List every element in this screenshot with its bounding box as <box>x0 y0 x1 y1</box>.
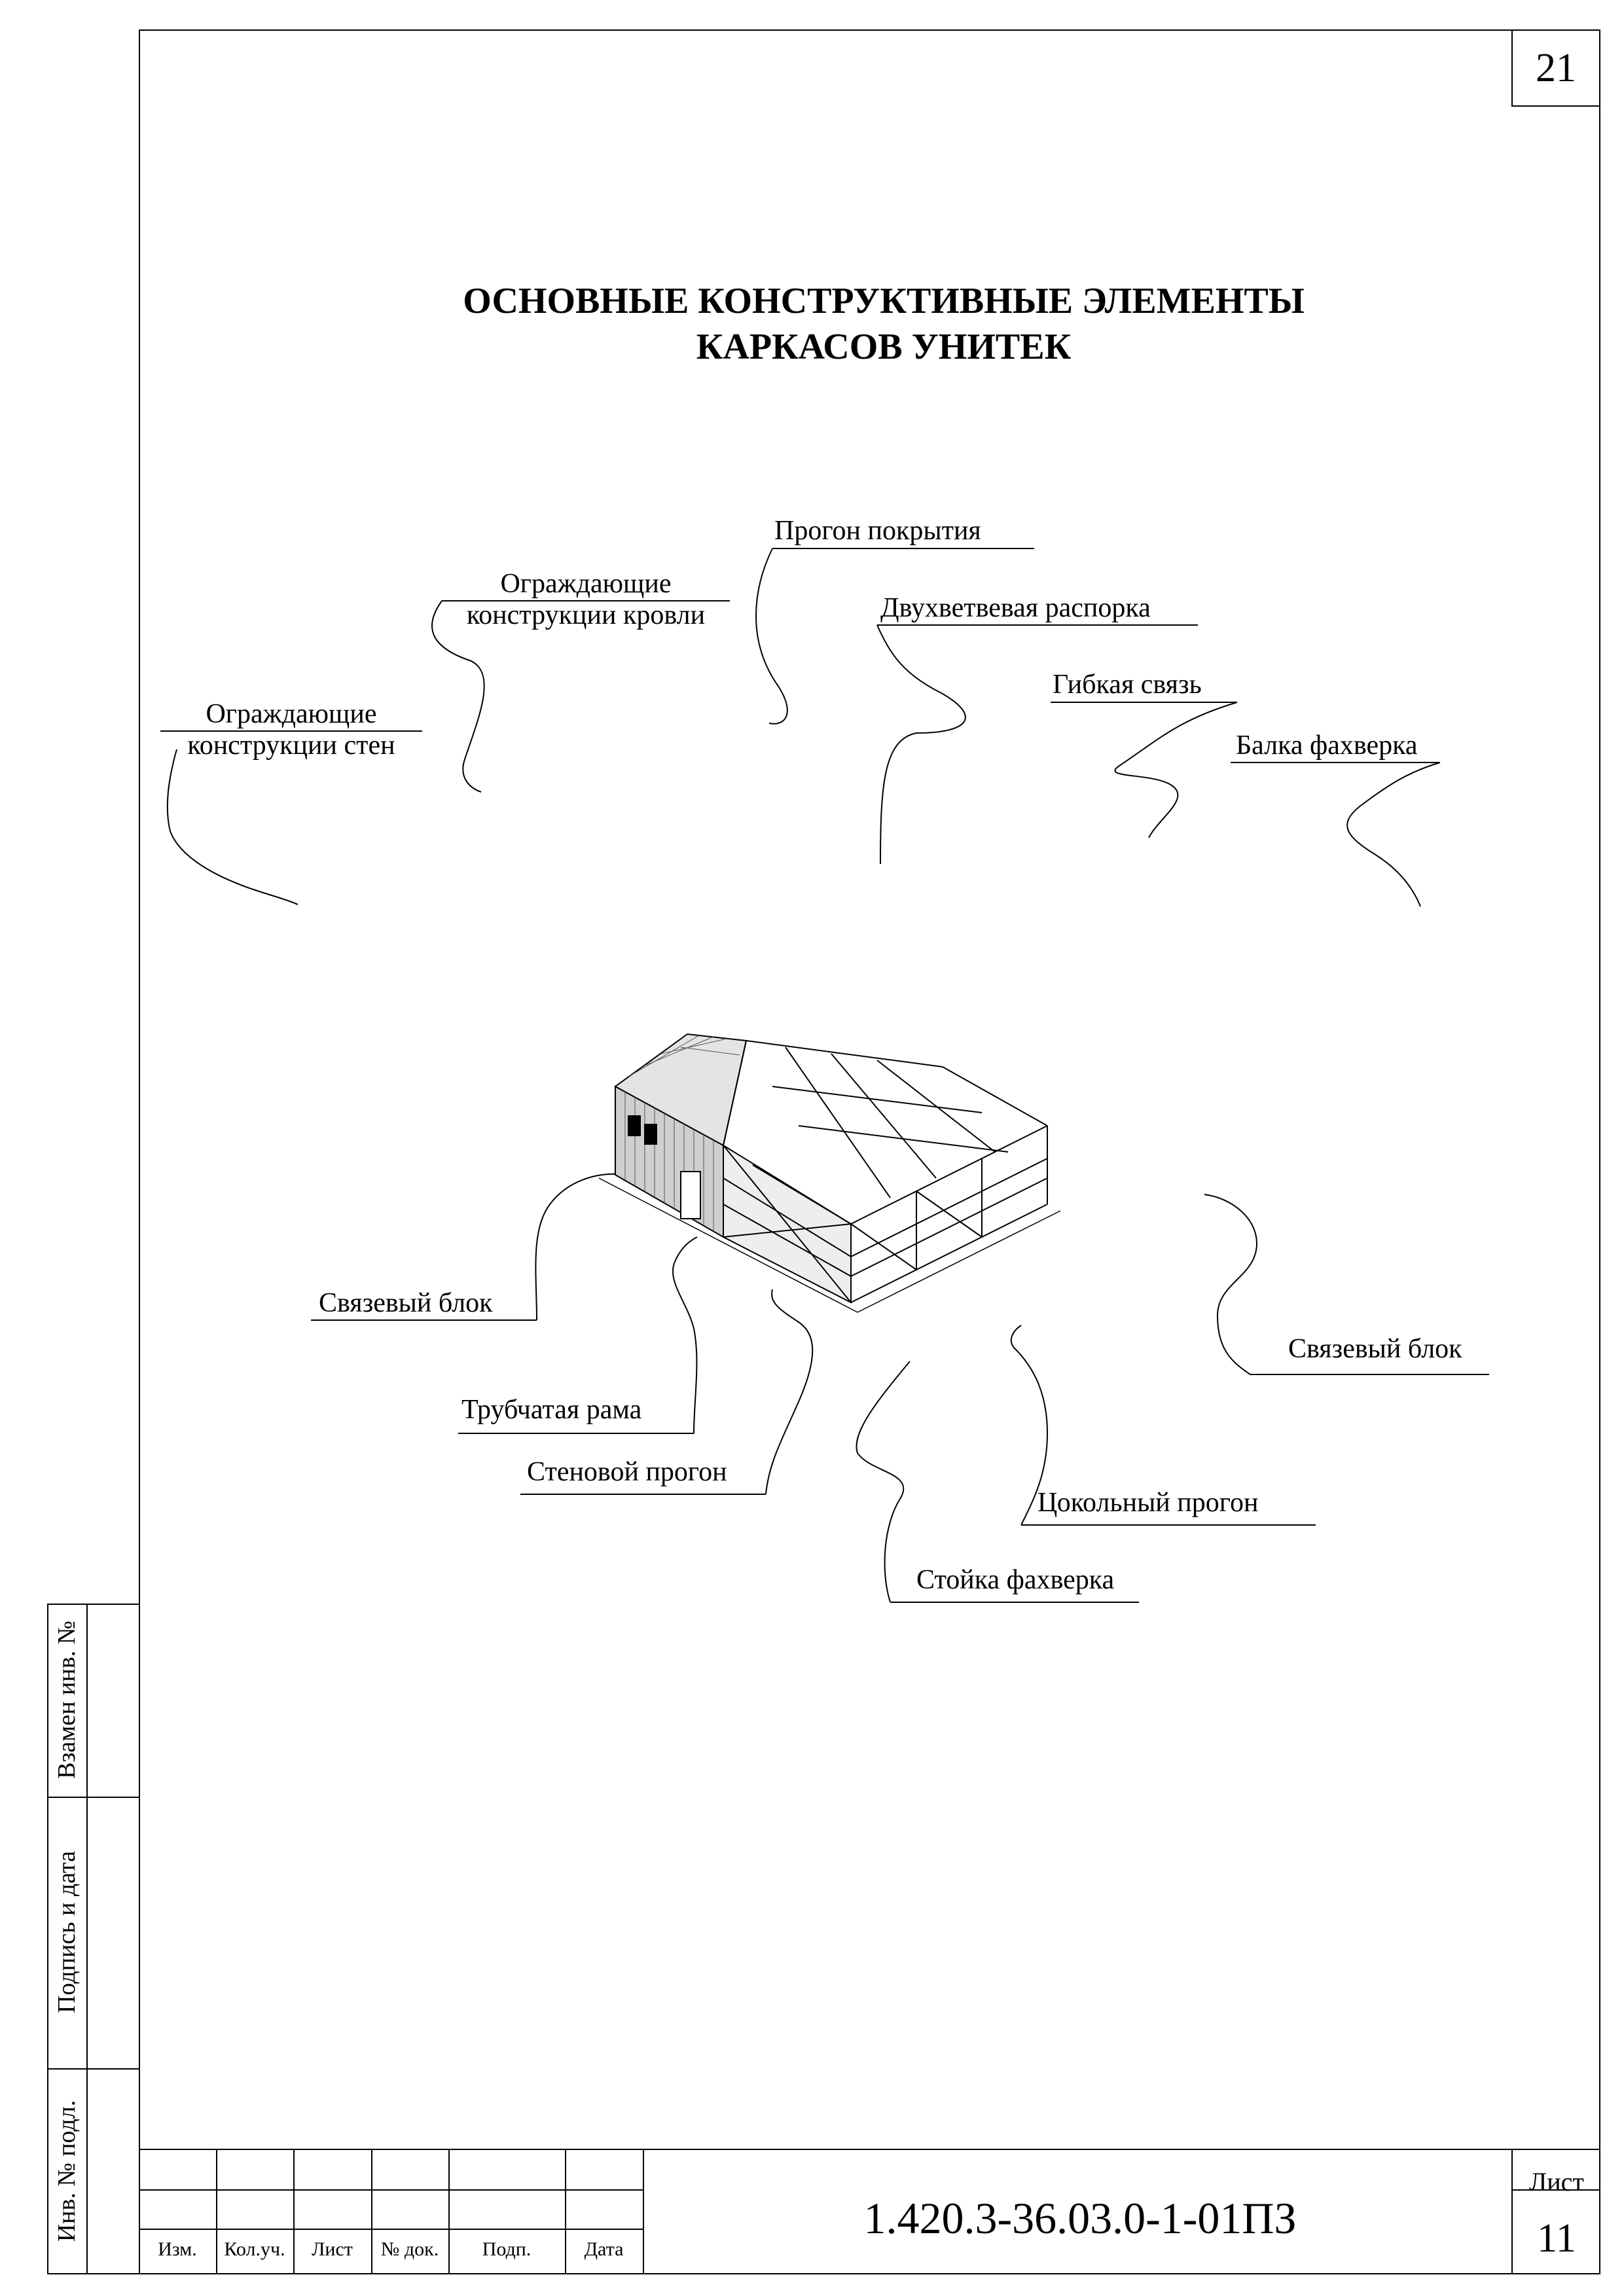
callout-flexible-brace: Гибкая связь <box>1053 670 1202 700</box>
title-line-2: КАРКАСОВ УНИТЕК <box>696 327 1072 367</box>
title-block-col-5 <box>565 2149 566 2273</box>
callout-roof-cladding-line1: Ограждающие <box>500 569 672 599</box>
title-block-row-2 <box>139 2229 643 2230</box>
sheet-number: 11 <box>1537 2216 1576 2261</box>
callout-wall-cladding-line1: Ограждающие <box>206 699 377 729</box>
callout-roof-purlin: Прогон покрытия <box>774 516 981 546</box>
callout-tubular-frame: Трубчатая рама <box>461 1395 642 1425</box>
title-block-col-3 <box>371 2149 372 2273</box>
callout-double-strut: Двухветвевая распорка <box>880 593 1151 623</box>
frame-left-border <box>139 29 140 2274</box>
title-block-col-4 <box>448 2149 450 2273</box>
leader-lines <box>160 548 1489 1603</box>
document-code: 1.420.3-36.03.0-1-01ПЗ <box>863 2193 1297 2243</box>
callout-framework-post: Стойка фахверка <box>916 1565 1115 1595</box>
frame-bottom-border <box>139 2273 1600 2274</box>
title-block-top <box>139 2149 1600 2150</box>
callout-wall-purlin: Стеновой прогон <box>527 1457 727 1487</box>
page-title: ОСНОВНЫЕ КОНСТРУКТИВНЫЕ ЭЛЕМЕНТЫ КАРКАСО… <box>327 278 1440 370</box>
title-block-header-sign: Подп. <box>482 2238 532 2260</box>
side-stamp-replaced-inv: Взамен инв. № <box>53 1621 81 1779</box>
title-block-sheet-row <box>1511 2189 1600 2191</box>
callout-plinth-purlin: Цокольный прогон <box>1038 1488 1259 1518</box>
title-block-col-1 <box>216 2149 217 2273</box>
callout-roof-cladding: Ограждающие конструкции кровли <box>442 568 730 631</box>
callout-wall-cladding-line2: конструкции стен <box>187 730 395 761</box>
page-number-box: 21 <box>1511 29 1600 107</box>
building-drawing <box>598 1033 1061 1313</box>
title-block-header-doc-no: № док. <box>380 2238 439 2260</box>
frame-right-border <box>1599 29 1600 2274</box>
title-block-header-list: Лист <box>312 2238 353 2260</box>
frame-top-border <box>139 29 1600 31</box>
side-stamp-outer-left <box>47 1604 48 2274</box>
title-block-header-kol-uch: Кол.уч. <box>224 2238 285 2260</box>
callout-wall-cladding: Ограждающие конструкции стен <box>160 698 422 761</box>
title-block-row-1 <box>139 2189 643 2191</box>
side-stamp-div-2 <box>47 2068 140 2070</box>
title-block-header-date: Дата <box>584 2238 624 2260</box>
callout-roof-cladding-line2: конструкции кровли <box>466 600 706 630</box>
title-line-1: ОСНОВНЫЕ КОНСТРУКТИВНЫЕ ЭЛЕМЕНТЫ <box>463 281 1305 321</box>
side-stamp-div-1 <box>47 1797 140 1798</box>
callout-framework-beam: Балка фахверка <box>1236 730 1418 761</box>
sheet-label: Лист <box>1529 2167 1584 2197</box>
callout-bracing-block-left: Связевый блок <box>319 1288 493 1318</box>
page-number: 21 <box>1536 45 1576 90</box>
side-stamp-signature-date: Подпись и дата <box>53 1850 81 2014</box>
title-block-header-izm: Изм. <box>158 2238 197 2260</box>
title-block-col-6 <box>643 2149 644 2273</box>
callout-bracing-block-right: Связевый блок <box>1288 1334 1462 1364</box>
side-stamp-inv-original: Инв. № подл. <box>53 2100 81 2242</box>
title-block-sheet-col <box>1511 2149 1513 2273</box>
side-stamp-inner <box>86 1604 88 2274</box>
side-stamp-bottom <box>47 2273 140 2274</box>
side-stamp-top <box>47 1604 140 1605</box>
title-block-col-2 <box>293 2149 295 2273</box>
